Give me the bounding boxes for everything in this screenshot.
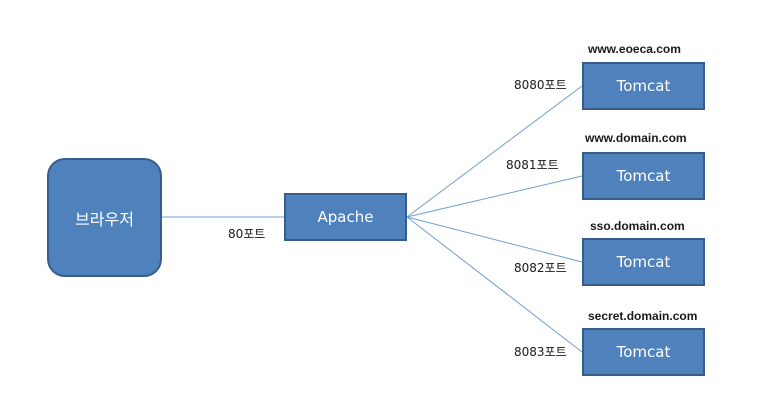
tomcat-node-4: Tomcat xyxy=(582,328,705,376)
apache-tomcat1-connector xyxy=(406,85,583,218)
browser-node: 브라우저 xyxy=(47,158,162,277)
apache-tomcat2-connector xyxy=(406,175,583,218)
tomcat4-port-label: 8083포트 xyxy=(514,345,567,359)
tomcat2-domain-label: www.domain.com xyxy=(585,131,687,145)
tomcat-node-1: Tomcat xyxy=(582,62,705,110)
tomcat-node-3-label: Tomcat xyxy=(616,253,671,271)
tomcat1-port-label: 8080포트 xyxy=(514,78,567,92)
tomcat4-domain-label: secret.domain.com xyxy=(588,309,698,323)
apache-tomcat4-connector xyxy=(406,216,583,353)
tomcat-node-2: Tomcat xyxy=(582,152,705,200)
tomcat3-domain-label: sso.domain.com xyxy=(590,219,685,233)
tomcat-node-1-label: Tomcat xyxy=(616,77,671,95)
tomcat-node-3: Tomcat xyxy=(582,238,705,286)
tomcat-node-4-label: Tomcat xyxy=(616,343,671,361)
tomcat2-port-label: 8081포트 xyxy=(506,158,559,172)
tomcat-node-2-label: Tomcat xyxy=(616,167,671,185)
apache-tomcat3-connector xyxy=(406,216,583,263)
browser-node-label: 브라우저 xyxy=(75,209,134,229)
tomcat3-port-label: 8082포트 xyxy=(514,261,567,275)
apache-node-label: Apache xyxy=(317,208,374,226)
tomcat1-domain-label: www.eoeca.com xyxy=(588,42,681,56)
apache-port-label: 80포트 xyxy=(228,227,266,241)
apache-node: Apache xyxy=(284,193,407,241)
